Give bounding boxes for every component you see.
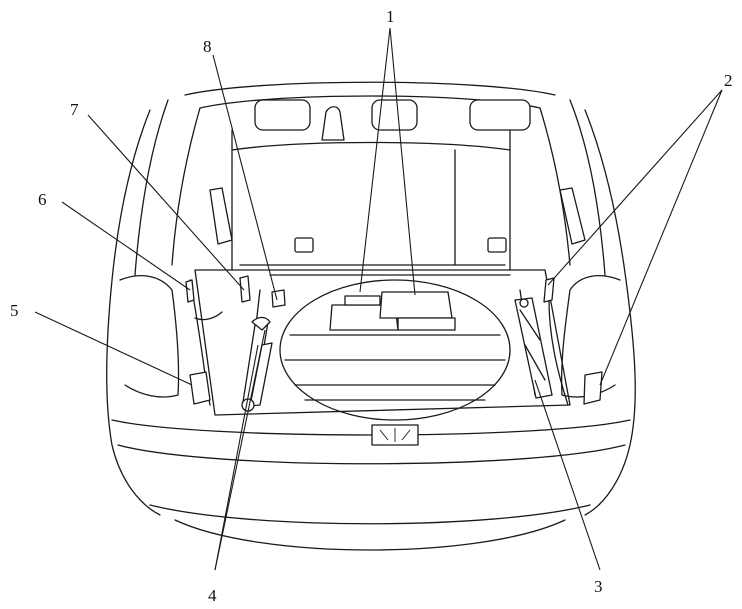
callout-5: 5: [10, 301, 19, 320]
callout-labels: 1 2 3 4 5 6 7 8: [10, 7, 733, 605]
leader-lines: [34, 27, 723, 571]
callout-7: 7: [70, 100, 79, 119]
callout-3: 3: [594, 577, 603, 596]
wheel-nut-wrench-and-handle: [241, 316, 273, 412]
towing-eye: [271, 289, 286, 308]
callout-6: 6: [38, 190, 47, 209]
callout-2: 2: [724, 71, 733, 90]
jack: [514, 297, 553, 399]
callout-1: 1: [386, 7, 395, 26]
spare-tire-well: [279, 279, 511, 421]
cargo-tie-downs: [185, 275, 603, 405]
callout-8: 8: [203, 37, 212, 56]
vehicle-body: [106, 81, 636, 551]
rear-seat-back: [209, 99, 586, 271]
tailgate-latch: [371, 424, 419, 446]
callout-4: 4: [208, 586, 217, 605]
